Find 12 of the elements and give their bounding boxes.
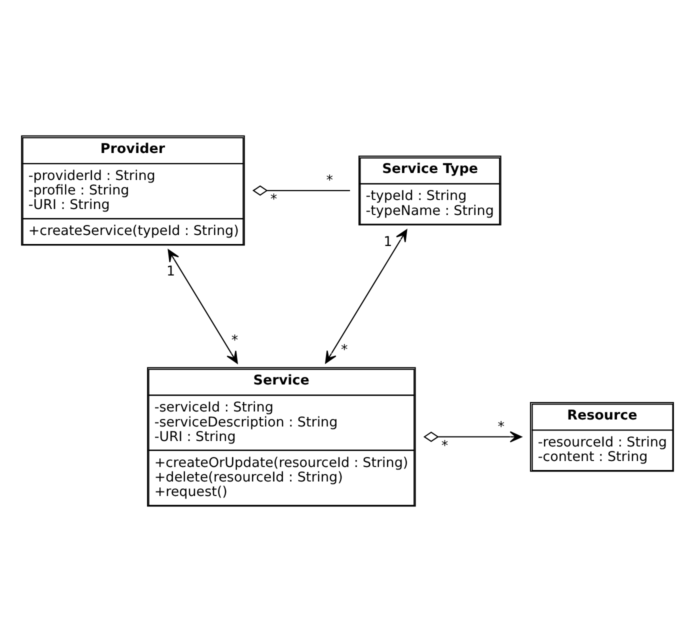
- label: *: [341, 341, 348, 358]
- label: *: [498, 418, 505, 434]
- label: *: [441, 437, 448, 454]
- label: 1: [166, 263, 176, 280]
- label: *: [270, 191, 278, 208]
- label: *: [231, 332, 238, 348]
- connector: [252, 184, 350, 196]
- arrow: [325, 228, 408, 364]
- arrow: [168, 248, 238, 364]
- label: 1: [384, 233, 392, 250]
- arrow: [423, 430, 522, 442]
- label: *: [326, 172, 333, 188]
